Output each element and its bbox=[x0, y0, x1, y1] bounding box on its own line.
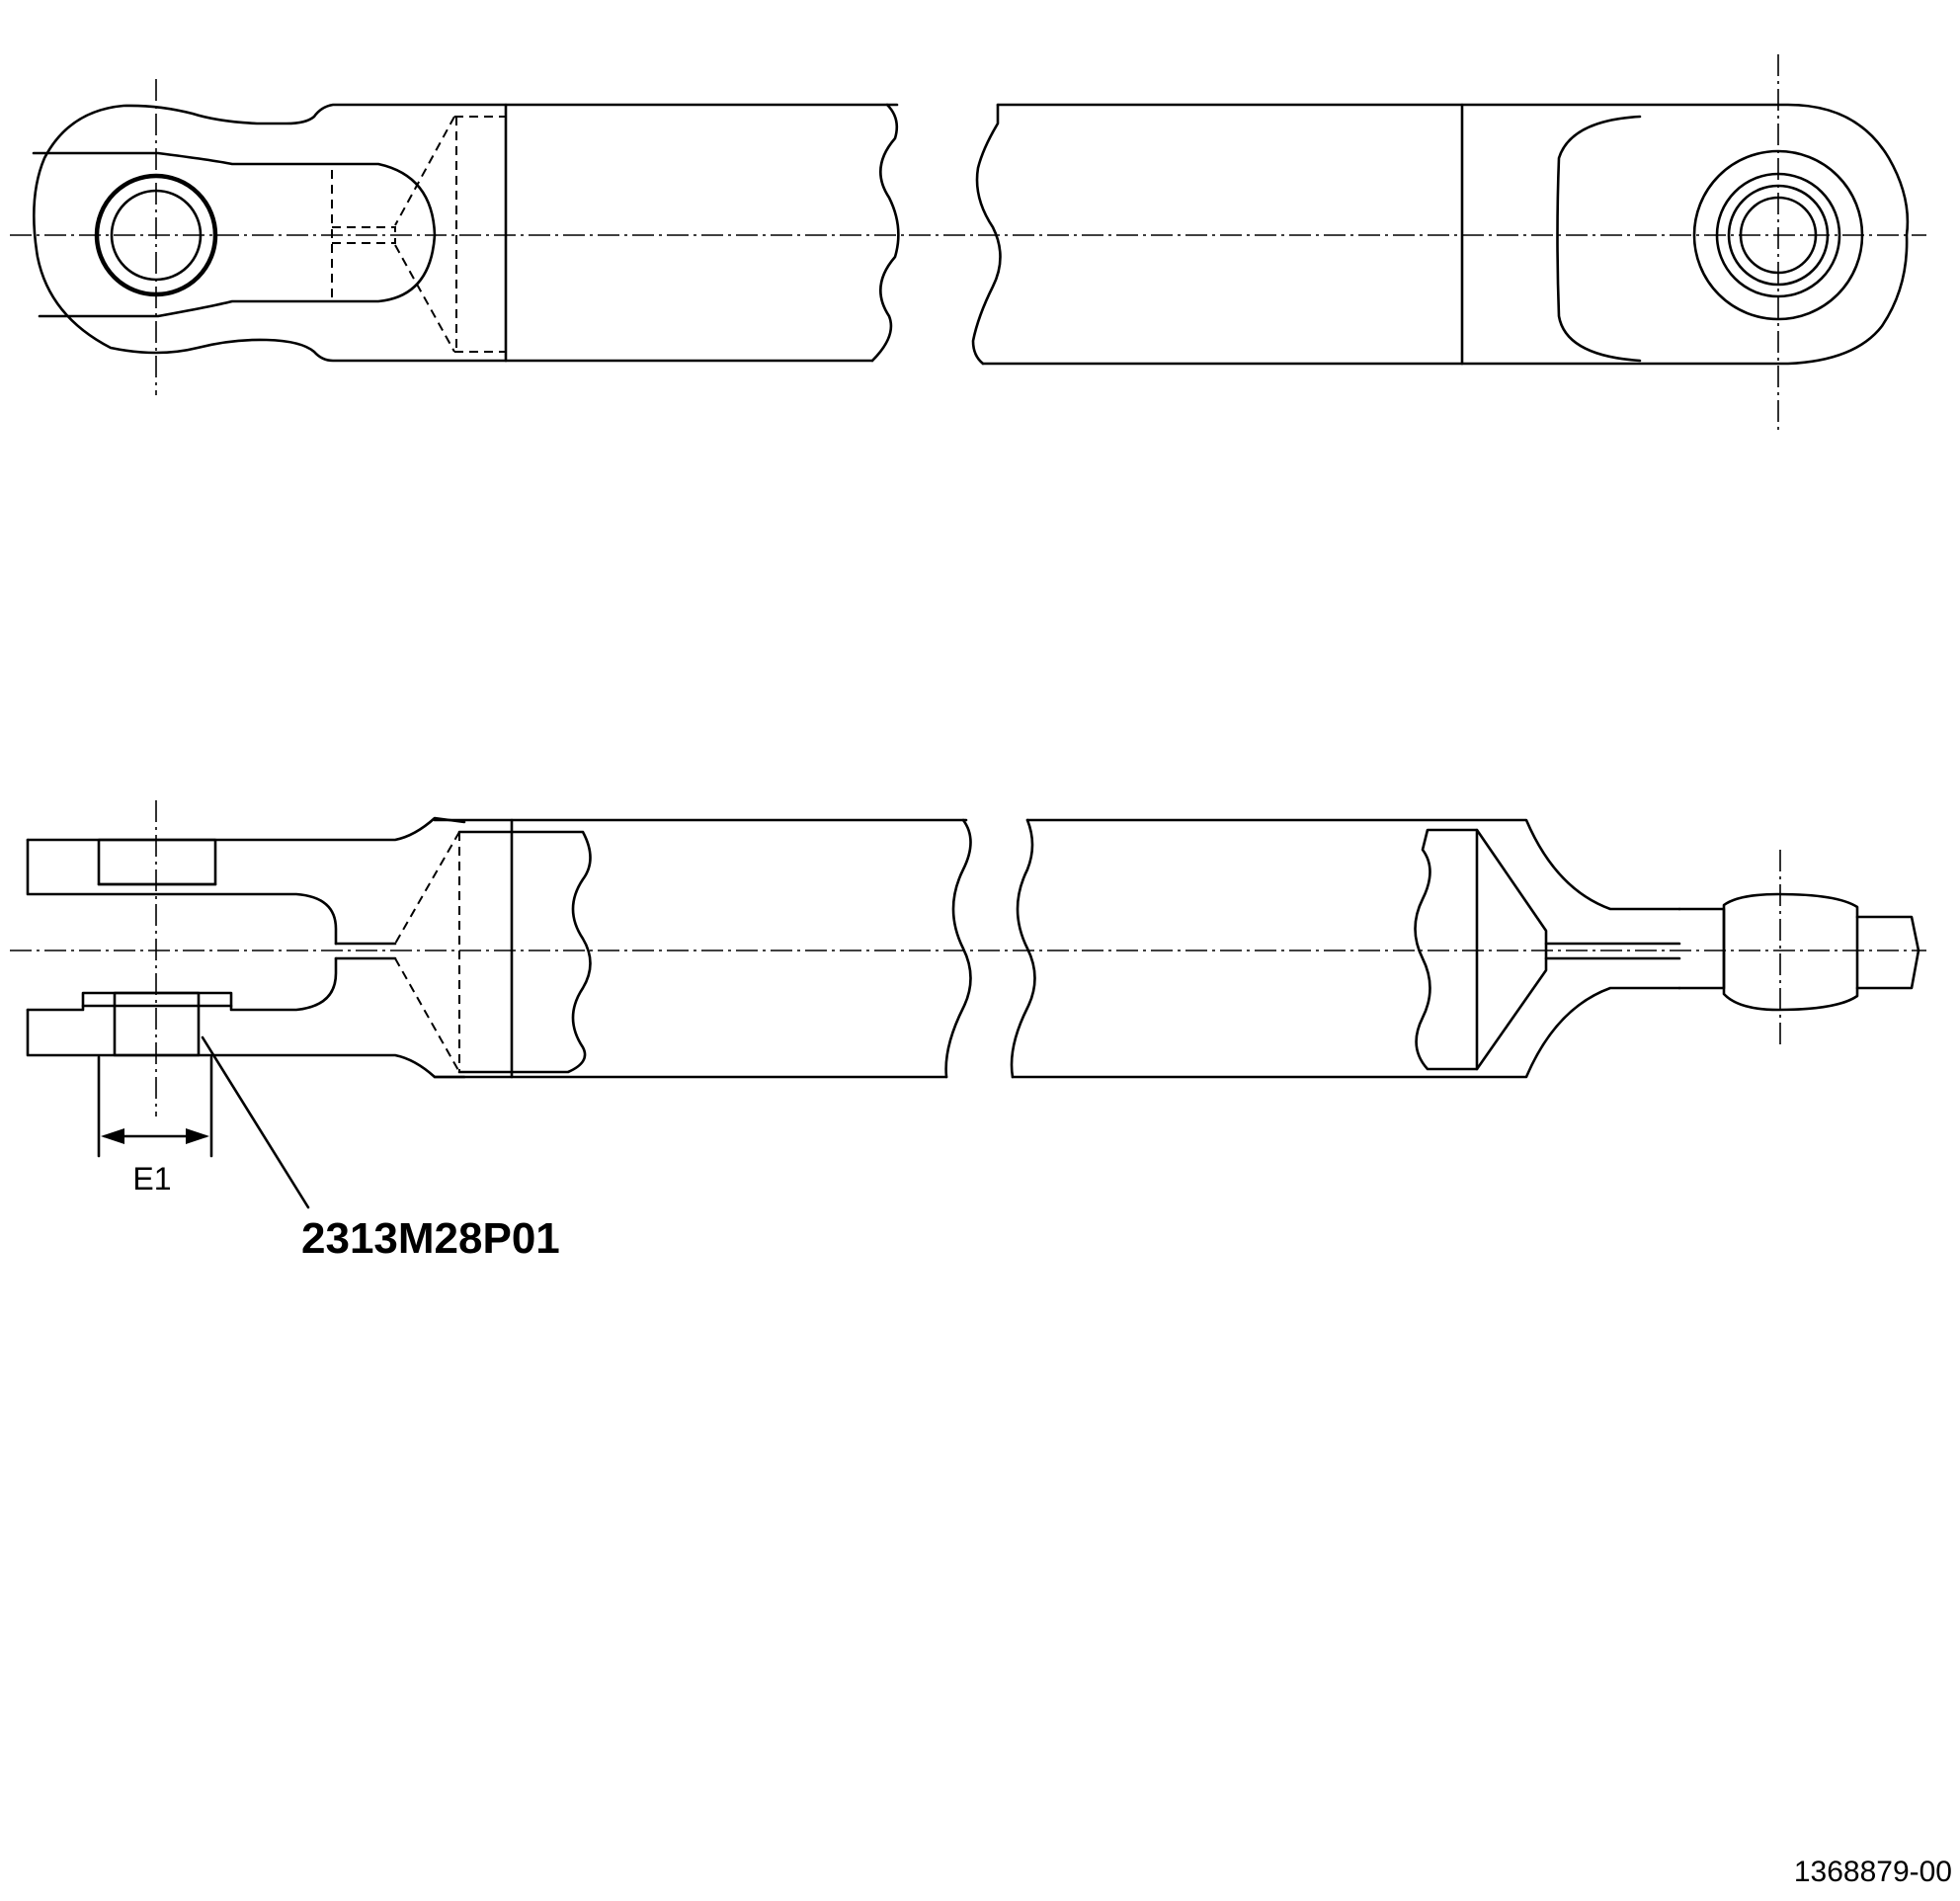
top-left-eye-bushing-inner bbox=[110, 189, 203, 282]
side-tube-left bbox=[433, 818, 968, 1079]
top-hidden-bore bbox=[331, 170, 396, 301]
side-spherical-end bbox=[1855, 915, 1920, 990]
top-view bbox=[10, 54, 1926, 435]
part-leader-line bbox=[201, 1035, 310, 1209]
side-view bbox=[10, 800, 1926, 1116]
e1-dimension-label: E1 bbox=[132, 1161, 171, 1197]
side-right-shank bbox=[1544, 942, 1681, 960]
drawing-number: 1368879-00 bbox=[1794, 1856, 1952, 1888]
top-right-eye-pocket bbox=[1556, 115, 1642, 363]
top-right-break-line bbox=[971, 103, 1002, 366]
part-number-label: 2313M28P01 bbox=[301, 1214, 560, 1263]
side-right-inner-section bbox=[1414, 828, 1548, 1071]
side-inner-tube-section bbox=[457, 830, 592, 1074]
top-right-bearing-outer bbox=[1692, 149, 1864, 321]
e1-arrow-right bbox=[186, 1128, 209, 1144]
side-lower-lug bbox=[26, 1008, 466, 1079]
side-left-break-line bbox=[944, 818, 972, 1079]
side-right-break-line bbox=[1010, 818, 1036, 1079]
side-upper-bushing bbox=[97, 838, 217, 886]
side-lower-lug-top bbox=[26, 956, 338, 1012]
side-threaded-shank bbox=[1677, 907, 1726, 990]
top-right-bearing-ring bbox=[1715, 172, 1841, 298]
top-right-bearing-ball bbox=[1727, 184, 1830, 287]
top-left-break-line bbox=[870, 103, 900, 363]
side-lower-bushing bbox=[113, 991, 201, 1057]
side-upper-lug bbox=[26, 838, 338, 946]
top-right-bearing-bore bbox=[1739, 196, 1818, 275]
e1-arrow-left bbox=[101, 1128, 124, 1144]
top-left-eye-bushing-outer bbox=[94, 173, 218, 297]
annotations: E1 2313M28P01 1368879-00 bbox=[97, 1035, 1952, 1888]
side-right-tube bbox=[1011, 818, 1681, 1079]
top-hidden-cone bbox=[394, 116, 506, 353]
side-upper-lug-top bbox=[26, 816, 466, 842]
side-neck bbox=[334, 942, 397, 960]
top-clevis-slot bbox=[32, 151, 437, 318]
side-hidden-cone bbox=[394, 831, 460, 1073]
top-left-clevis-outline bbox=[32, 103, 899, 363]
top-right-rod-outline bbox=[981, 103, 1910, 366]
side-spherical-body bbox=[1722, 892, 1859, 1012]
